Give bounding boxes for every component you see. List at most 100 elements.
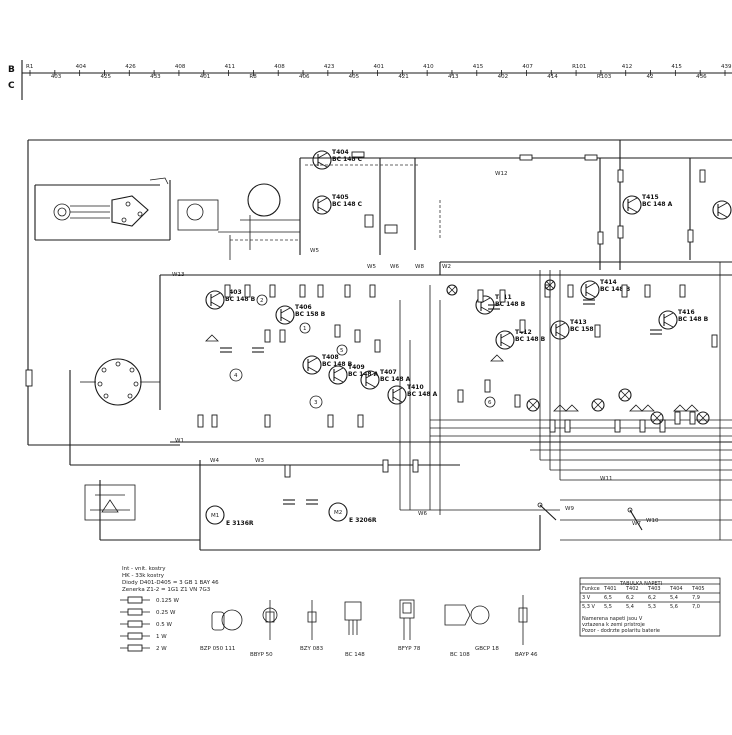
transistor-name: T404 [332, 149, 349, 156]
transistor-emitter [280, 316, 291, 323]
svg-text:3: 3 [314, 400, 318, 406]
note-line: Zenerka Z1-2 = 1G1 Z1 VN 7G3 [122, 587, 211, 593]
transistor-type: BC 158 B [570, 326, 601, 333]
transistor-body [328, 365, 348, 385]
table-cell: 5,6 [670, 604, 678, 610]
table-note: vztazena k zemi pristroje [582, 622, 645, 628]
legend-label: 2 W [156, 646, 167, 652]
top-ruler: B C R1403404425426433408401411R840840642… [8, 60, 732, 100]
svg-text:W6: W6 [418, 511, 427, 517]
node-labels: W13 W4 W3 W1 W5 W6 W8 W2 W12 W9 W7 W10 W… [172, 171, 659, 527]
lamp-2 [591, 398, 605, 412]
ruler-mark: 421 [398, 74, 409, 80]
transistor-collector [280, 307, 291, 314]
legend-resistor-body [127, 644, 143, 652]
meter-m1: M1E 3136R [205, 505, 254, 527]
transistor-body [495, 330, 515, 350]
svg-text:W1: W1 [175, 438, 184, 444]
transistor-emitter [210, 301, 221, 308]
legend-label: 1 W [156, 634, 167, 640]
transistor-body [387, 385, 407, 405]
table-cell: Funkce [582, 586, 600, 592]
transistor-name: T412 [515, 329, 532, 336]
transistor-emitter [555, 331, 566, 338]
svg-text:2: 2 [260, 298, 264, 304]
ruler-mark: 414 [547, 74, 558, 80]
reference-markers: 4 2 3 5 6 1 [229, 294, 496, 409]
svg-text:5: 5 [340, 348, 344, 354]
resistor-r402 [25, 369, 33, 387]
svg-text:W5: W5 [310, 248, 319, 254]
svg-text:W13: W13 [172, 272, 185, 278]
transistor-emitter [307, 366, 318, 373]
ruler-mark: 407 [522, 64, 533, 70]
legend-label: 0.5 W [156, 622, 172, 628]
transistor-type: BC 148 C [332, 156, 363, 163]
lamp-5 [696, 411, 710, 425]
table-cell: 5,3 V [582, 604, 596, 610]
transistor-type: BC 148 B [515, 336, 546, 343]
table-cell: 5,3 [648, 604, 656, 610]
ruler-mark: 401 [200, 74, 211, 80]
transistor-body [312, 150, 332, 170]
transistor-t401: T401BFY 24 [712, 200, 732, 220]
diode-array [205, 334, 699, 412]
transistor-name: T414 [600, 279, 617, 286]
table-cell: T401 [603, 586, 617, 592]
ruler-mark: R103 [597, 74, 612, 80]
transistor-body [658, 310, 678, 330]
ruler-mark: R101 [572, 64, 586, 70]
table-cell: 5,4 [626, 604, 634, 610]
transistor-collector [333, 367, 344, 374]
transistor-emitter [663, 321, 674, 328]
transistor-type: BC 148 A [407, 391, 438, 398]
note-line: Diody D401-D405 = 3 GB 1 BAY 46 [122, 580, 219, 586]
part-label: BBYP 50 [250, 652, 273, 658]
transistor-collector [317, 152, 328, 159]
ruler-mark: 415 [473, 64, 484, 70]
ruler-label-b: B [8, 65, 15, 75]
svg-text:4: 4 [234, 373, 238, 379]
sensor-assembly [34, 177, 300, 260]
transistor-type: BC 148 B [600, 286, 631, 293]
meter-id: M2 [334, 510, 342, 516]
legend-resistor: 0.5 W [120, 620, 172, 628]
table-cell: T402 [625, 586, 639, 592]
transistor-body [580, 280, 600, 300]
table-cell: 6,2 [626, 595, 634, 601]
table-cell: T405 [691, 586, 705, 592]
switch-symbols [537, 502, 643, 531]
legend-label: 0.25 W [156, 610, 176, 616]
ruler-mark: 423 [324, 64, 335, 70]
transistor-type: BC 148 A [642, 201, 673, 208]
component-pinouts [211, 595, 528, 645]
transistor-collector [365, 372, 376, 379]
lamp-7 [446, 284, 458, 296]
transistor-name: T416 [678, 309, 695, 316]
transistor-name: T407 [380, 369, 397, 376]
meter-id: M1 [211, 513, 219, 519]
ruler-mark: 412 [622, 64, 633, 70]
transistor-name: T406 [295, 304, 312, 311]
transistor-type: BC 148 B [495, 301, 526, 308]
ruler-mark: 433 [150, 74, 161, 80]
ruler-mark: 405 [349, 74, 360, 80]
transistor-emitter [392, 396, 403, 403]
ruler-mark: R8 [249, 74, 257, 80]
transistor-emitter [333, 376, 344, 383]
transistor-collector [627, 197, 638, 204]
ruler-mark: 426 [125, 64, 136, 70]
part-label: BFYP 78 [398, 646, 421, 652]
legend-label: 0.125 W [156, 598, 179, 604]
transistor-emitter [717, 211, 728, 218]
